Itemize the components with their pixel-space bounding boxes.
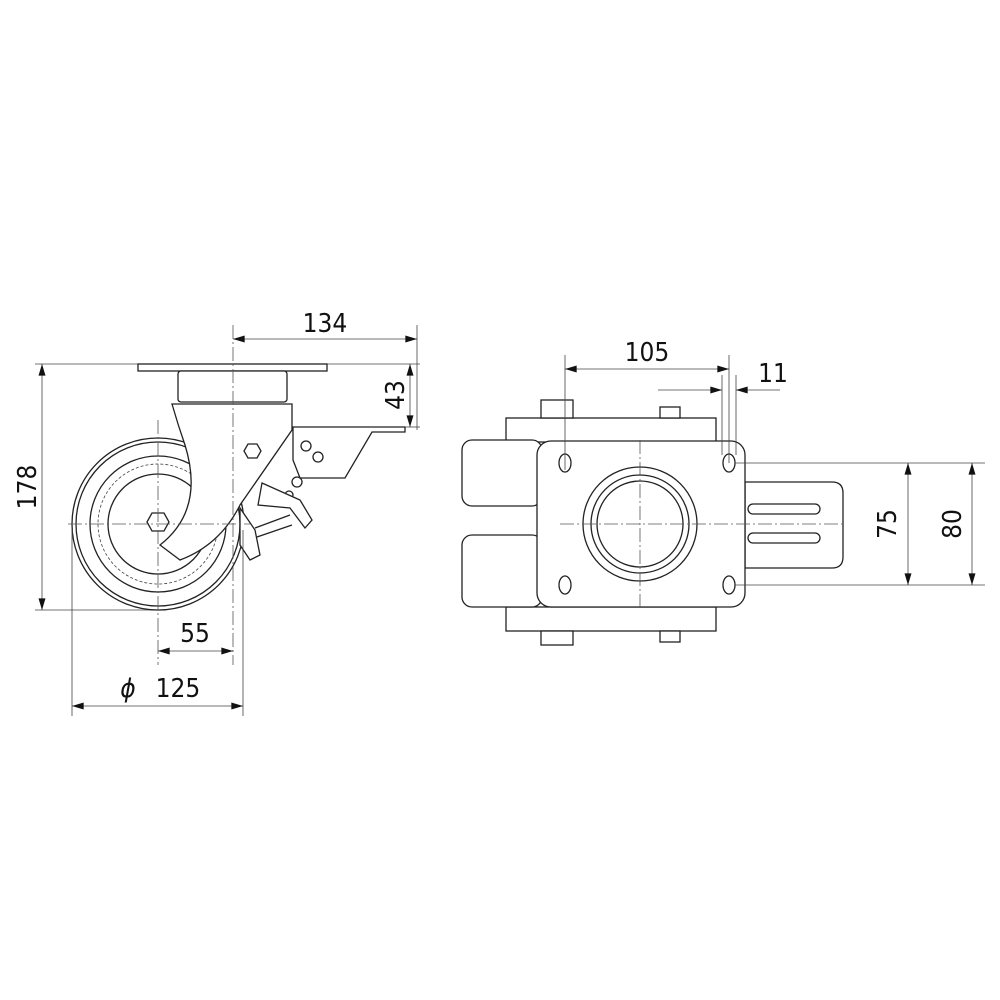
upper-bracket [505, 417, 717, 443]
dim-55-label: 55 [180, 619, 210, 649]
wheel-upper [461, 439, 543, 507]
side-view: 134 43 178 55 ϕ 125 [13, 309, 420, 716]
upper-bolt-icon [540, 399, 574, 419]
dim-80-label: 80 [938, 509, 968, 539]
dim-75-label: 75 [873, 509, 903, 539]
dim-11-label: 11 [758, 359, 788, 389]
brake-bracket [292, 426, 406, 479]
fork-yoke [158, 403, 293, 561]
dim-125-label: 125 [156, 674, 201, 704]
dim-178-label: 178 [13, 465, 43, 510]
dim-134-label: 134 [303, 309, 348, 339]
swivel-head [177, 370, 288, 403]
grease-nipple-icon [659, 406, 681, 419]
top-view: 105 11 75 80 [461, 338, 985, 646]
brake-pedal [744, 481, 844, 569]
swivel-bolt-icon [243, 443, 262, 459]
top-plate [137, 363, 328, 372]
wheel-lower [461, 534, 543, 608]
dim-43-label: 43 [381, 380, 411, 410]
brake-lever [257, 482, 313, 530]
dim-105-label: 105 [625, 338, 670, 368]
lower-bracket [505, 606, 717, 632]
lower-bolt-icon [540, 630, 574, 646]
brake-pad [239, 505, 261, 561]
mounting-hole [558, 575, 572, 595]
diameter-symbol: ϕ [120, 674, 135, 704]
